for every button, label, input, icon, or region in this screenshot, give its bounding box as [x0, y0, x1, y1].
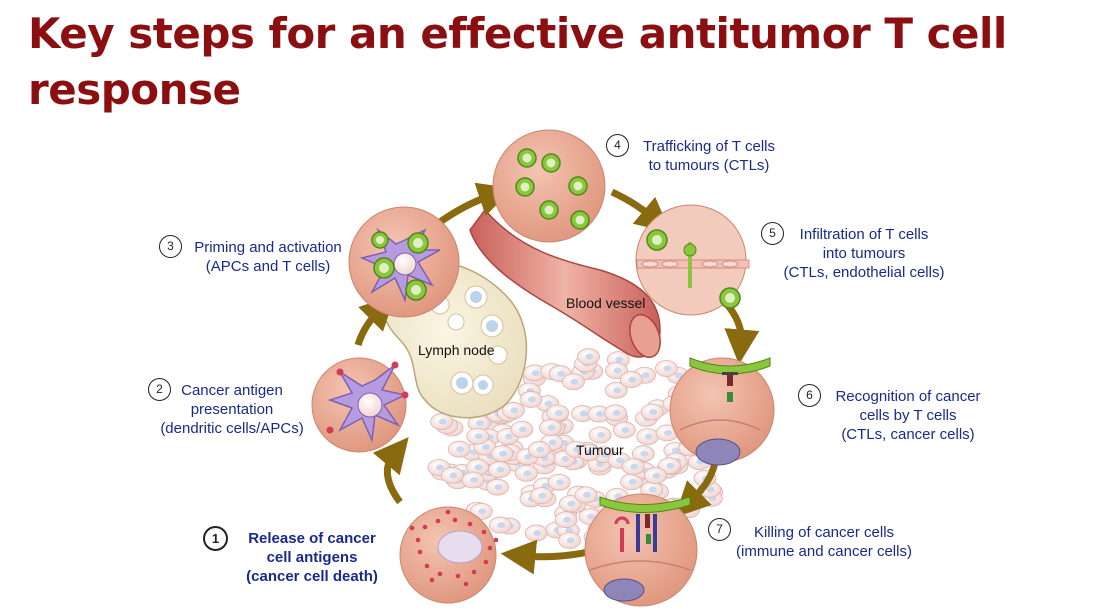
step-4-number: 4 [606, 134, 629, 157]
arrow-1-to-2 [372, 437, 409, 505]
killing-illustration [589, 496, 691, 602]
step-7-number: 7 [708, 518, 731, 541]
step-1-number: 1 [203, 526, 228, 551]
step-5-text: Infiltration of T cells into tumours (CT… [783, 226, 945, 281]
step-4-text: Trafficking of T cells to tumours (CTLs) [643, 138, 775, 174]
arrow-6-to-7 [674, 461, 719, 518]
infiltration-illustration [636, 229, 750, 309]
step-7-text: Killing of cancer cells (immune and canc… [736, 524, 912, 560]
step-3-text: Priming and activation (APCs and T cells… [194, 239, 342, 275]
page-title: Key steps for an effective antitumor T c… [28, 9, 1007, 114]
step-2-text: Cancer antigen presentation (dendritic c… [160, 382, 304, 437]
step-6-text: Recognition of cancer cells by T cells (… [835, 388, 981, 443]
arrow-2-to-3 [354, 294, 396, 347]
cancer-cell-death-illustration [409, 509, 499, 587]
step-7-circle [584, 493, 698, 607]
arrow-4-to-5 [610, 188, 671, 233]
step-1-text: Release of cancer cell antigens (cancer … [246, 530, 378, 585]
lymph-node-label: Lymph node [418, 342, 495, 358]
arrow-3-to-4 [437, 182, 514, 225]
dendritic-cell-illustration [326, 361, 409, 443]
tumour-label: Tumour [576, 442, 624, 458]
t-cells-trafficking-illustration [515, 148, 590, 230]
arrow-7-to-1 [500, 539, 589, 575]
step-6-number: 6 [798, 384, 821, 407]
blood-vessel-label: Blood vessel [566, 295, 646, 311]
priming-illustration [359, 227, 441, 303]
step-5-number: 5 [761, 222, 784, 245]
step-3-number: 3 [159, 235, 182, 258]
blood-vessel-shape [469, 208, 661, 358]
step-2-number: 2 [148, 378, 171, 401]
recognition-illustration [679, 357, 771, 466]
